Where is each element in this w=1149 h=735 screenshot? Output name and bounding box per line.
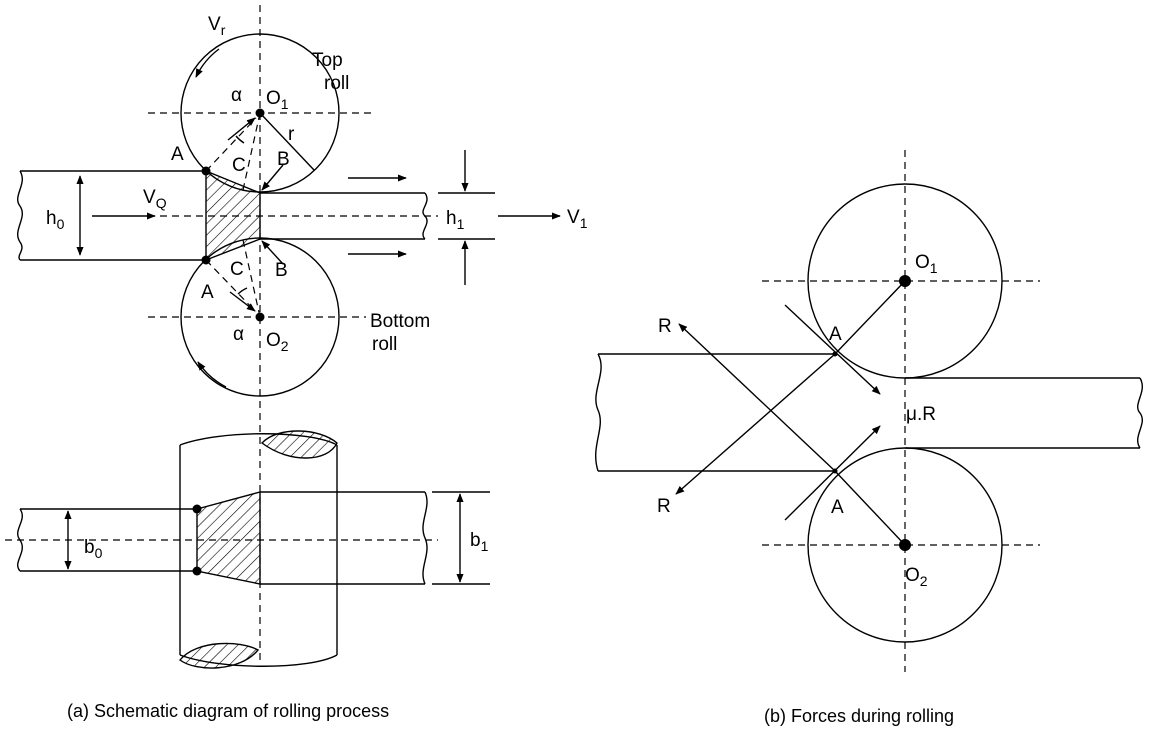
- b-label-r-top: R: [658, 316, 672, 337]
- label-vq: VQ: [143, 187, 167, 211]
- label-a-bottom: A: [201, 282, 214, 303]
- b-label-a-top: A: [829, 324, 842, 345]
- strip-in-break: [17, 170, 23, 261]
- label-c-bottom: C: [230, 259, 244, 280]
- top-angle-alpha-arc: [235, 135, 245, 144]
- label-alpha-top: α: [231, 85, 242, 106]
- top-arrow-b: [261, 164, 284, 191]
- b-strip-out-break: [1137, 377, 1143, 449]
- bottom-arrow-to-o2: [229, 291, 256, 312]
- bottom-arrow-b: [261, 240, 284, 265]
- b-force-r-bottom: [678, 323, 836, 472]
- caption-b: (b) Forces during rolling: [764, 706, 954, 726]
- label-v1: V1: [567, 207, 588, 231]
- label-b-bottom: B: [275, 260, 288, 281]
- label-a-top: A: [171, 144, 184, 165]
- caption-a: (a) Schematic diagram of rolling process: [67, 701, 389, 721]
- label-h0: h0: [46, 208, 65, 232]
- label-b-top: B: [277, 149, 290, 170]
- label-vr: Vr: [208, 14, 226, 38]
- top-dashed-oc: [242, 112, 261, 191]
- bottom-roll-plan-hatch: [179, 642, 260, 669]
- bottom-roll-rotation-arrow: [197, 361, 227, 388]
- label-h1: h1: [446, 208, 465, 232]
- top-arrow-to-o1: [227, 117, 256, 141]
- label-b0: b0: [84, 537, 103, 561]
- b-label-o2: O2: [905, 565, 928, 589]
- bottom-dashed-oc: [242, 239, 261, 318]
- b-label-o1: O1: [915, 252, 938, 276]
- plan-point-top-dot: [192, 504, 202, 514]
- plan-point-bottom-dot: [192, 566, 202, 576]
- label-o2: O2: [266, 330, 289, 354]
- b-label-a-bottom: A: [831, 497, 844, 518]
- top-roll-plan-hatch: [260, 430, 338, 459]
- b-force-r-top: [675, 353, 836, 495]
- strip-plan-out-break: [422, 491, 428, 585]
- b-friction-bottom: [784, 425, 881, 521]
- diagram-b: O1 O2 R R A A μ.R (b) Forces during roll…: [594, 150, 1143, 726]
- label-c-top: C: [232, 155, 246, 176]
- b-radial-line-top: [834, 280, 906, 355]
- diagram-a: Vr Top roll α O1 r A C B h0 VQ h1 V1 C B…: [5, 5, 588, 721]
- label-bottom-roll-1: Bottom: [370, 311, 430, 332]
- label-r: r: [288, 124, 295, 145]
- label-o1: O1: [266, 88, 289, 112]
- top-dashed-oa: [205, 117, 257, 172]
- label-top-roll-2: roll: [324, 73, 349, 94]
- deformation-zone-plan: [196, 491, 261, 585]
- bottom-angle-alpha-arc: [237, 287, 248, 295]
- b-label-r-bottom: R: [657, 496, 671, 517]
- b-label-mu-r: μ.R: [906, 404, 936, 425]
- b-radial-line-bottom: [834, 470, 906, 546]
- top-roll: [180, 33, 340, 193]
- b-strip-in-break: [594, 353, 602, 472]
- label-top-roll-1: Top: [312, 50, 343, 71]
- label-b1: b1: [470, 530, 489, 554]
- top-roll-rotation-arrow: [195, 48, 220, 78]
- label-bottom-roll-2: roll: [372, 334, 397, 355]
- label-alpha-bottom: α: [233, 324, 244, 345]
- b-friction-top: [784, 304, 881, 395]
- radius-line: [259, 112, 315, 171]
